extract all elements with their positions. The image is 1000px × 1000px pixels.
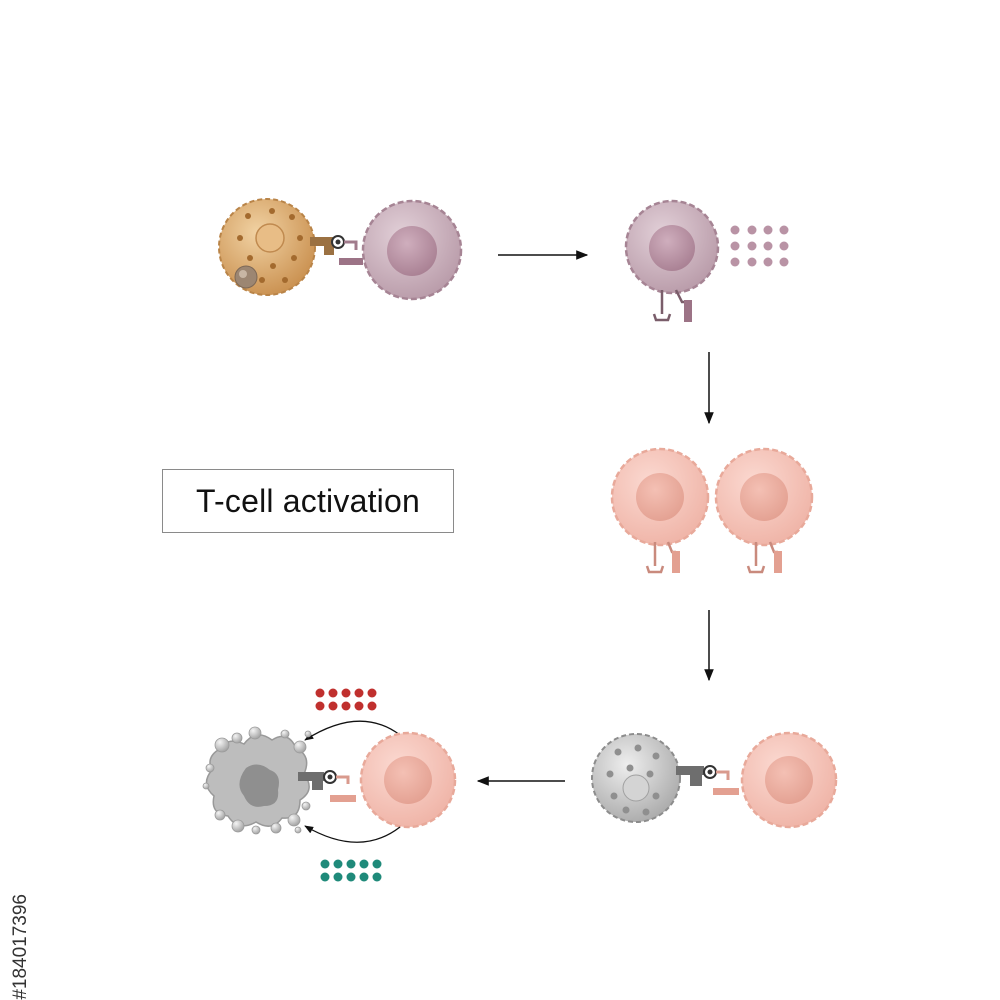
receptor-icon [652, 289, 692, 322]
title-box: T-cell activation [162, 469, 454, 533]
mhc-tcr-receptor-icon [310, 235, 363, 265]
effector-t-cell-icon [714, 447, 814, 547]
mhc-tcr-receptor-icon [298, 770, 356, 802]
stock-id-label: #184017396 [6, 755, 36, 1000]
stock-id-text: #184017396 [10, 894, 31, 1000]
receptor-icon [645, 541, 782, 574]
t-cell-icon [624, 199, 720, 295]
mhc-tcr-receptor-icon [676, 765, 739, 795]
teal-cytokine-dots-icon [320, 859, 382, 882]
apc-t-cell-interaction [218, 198, 463, 301]
effector-t-cell-icon [359, 731, 457, 829]
diagram-title: T-cell activation [196, 482, 420, 519]
effector-t-cell-icon [740, 731, 838, 829]
cytokine-dots-icon [730, 225, 789, 267]
curved-arrow-top [304, 720, 401, 741]
red-cytokine-dots-icon [315, 688, 377, 711]
antigen-presenting-cell-icon [218, 198, 316, 296]
curved-arrow-bottom [304, 825, 401, 843]
effector-t-cell-icon [610, 447, 710, 547]
apoptotic-bubbles-icon [202, 726, 312, 835]
target-killing-stage [202, 688, 457, 882]
target-recognition-stage [591, 731, 838, 829]
target-cell-icon [591, 733, 681, 823]
naive-t-cell-icon [361, 199, 463, 301]
clonal-expansion-stage [610, 447, 814, 574]
activated-t-cell-stage [624, 199, 789, 322]
